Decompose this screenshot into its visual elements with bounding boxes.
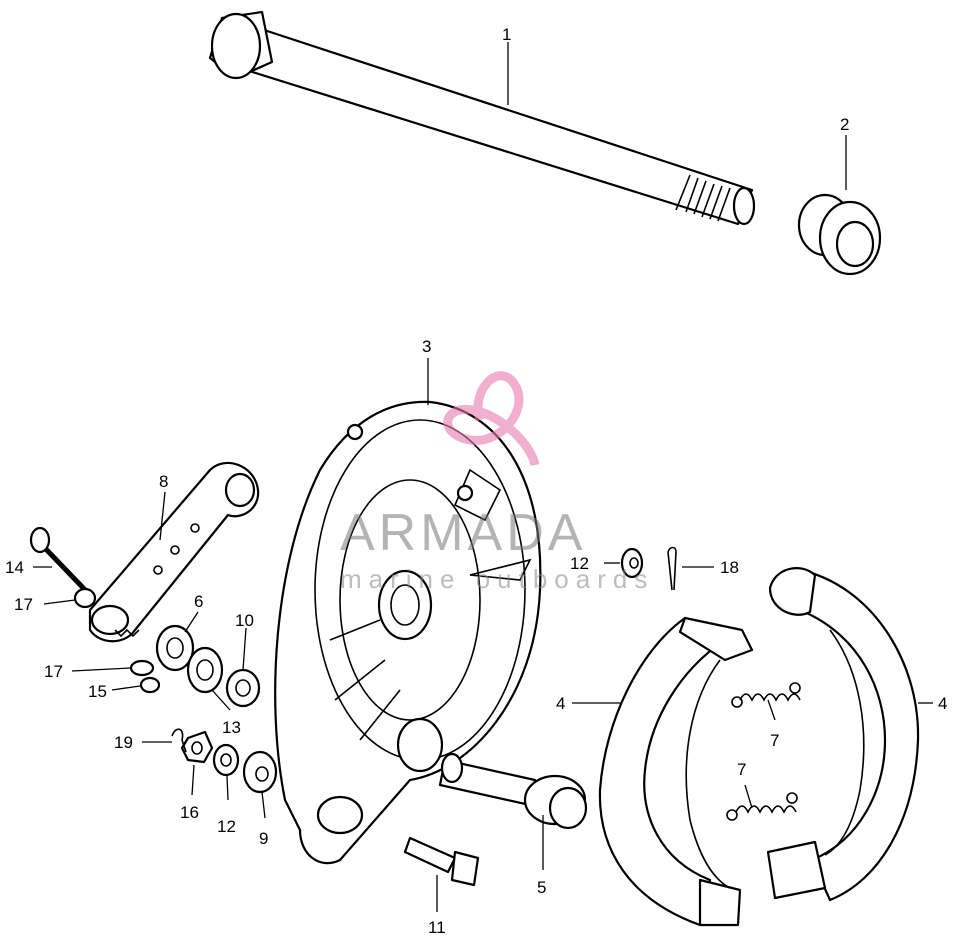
callout-12-upper: 12 [570,554,589,573]
callout-19: 19 [114,733,133,752]
callout-7-lower: 7 [737,760,746,779]
callout-14: 14 [5,558,24,577]
callout-labels: 1 2 3 4 4 5 6 7 7 8 9 10 11 12 12 13 14 … [5,25,947,937]
callout-12-lower: 12 [217,817,236,836]
callout-5: 5 [537,878,546,897]
bushing-part [797,193,882,276]
brake-cam-part [438,752,588,830]
axle-part [208,10,756,226]
callout-18: 18 [720,558,739,577]
cotter-pin-19-part [171,728,187,753]
small-washer-parts [129,659,161,694]
callout-4-front: 4 [556,694,565,713]
cotter-pin-18-part [667,546,677,591]
washer-9-part [242,750,278,794]
watermark-logo: ARMADA marine outboards [340,371,654,594]
washer-17-upper-part [73,587,97,609]
callout-9: 9 [259,829,268,848]
callout-8: 8 [159,472,168,491]
callout-3: 3 [422,337,431,356]
washer-13-part [186,646,224,694]
callout-13: 13 [222,718,241,737]
callout-17-upper: 17 [14,595,33,614]
washer-10-part [225,668,261,708]
washer-12-lower-part [212,743,240,777]
washer-12-upper-part [620,547,644,579]
brake-shoe-front-part [598,616,754,927]
leader-lines [33,42,933,912]
callout-11: 11 [428,918,446,937]
watermark-tagline-text: marine outboards [340,564,654,594]
callout-15: 15 [88,682,107,701]
callout-2: 2 [840,115,849,134]
torque-arm-part [88,461,260,643]
spring-upper-part [731,682,801,708]
brake-panel-part [274,400,542,865]
callout-1: 1 [502,25,511,44]
brake-shoe-rear-part [766,567,920,902]
spring-lower-part [726,792,798,821]
callout-10: 10 [235,611,254,630]
lock-washer-part [155,624,195,672]
callout-4-rear: 4 [938,694,947,713]
callout-7-upper: 7 [770,731,779,750]
callout-16: 16 [180,803,199,822]
watermark-brand-text: ARMADA [340,504,586,562]
bolt-11-part [403,836,480,887]
bolt-14-part [29,526,92,597]
nut-16-part [180,730,214,764]
callout-6: 6 [194,592,203,611]
callout-17-lower: 17 [44,662,63,681]
watermark-swirl-icon [443,371,540,467]
